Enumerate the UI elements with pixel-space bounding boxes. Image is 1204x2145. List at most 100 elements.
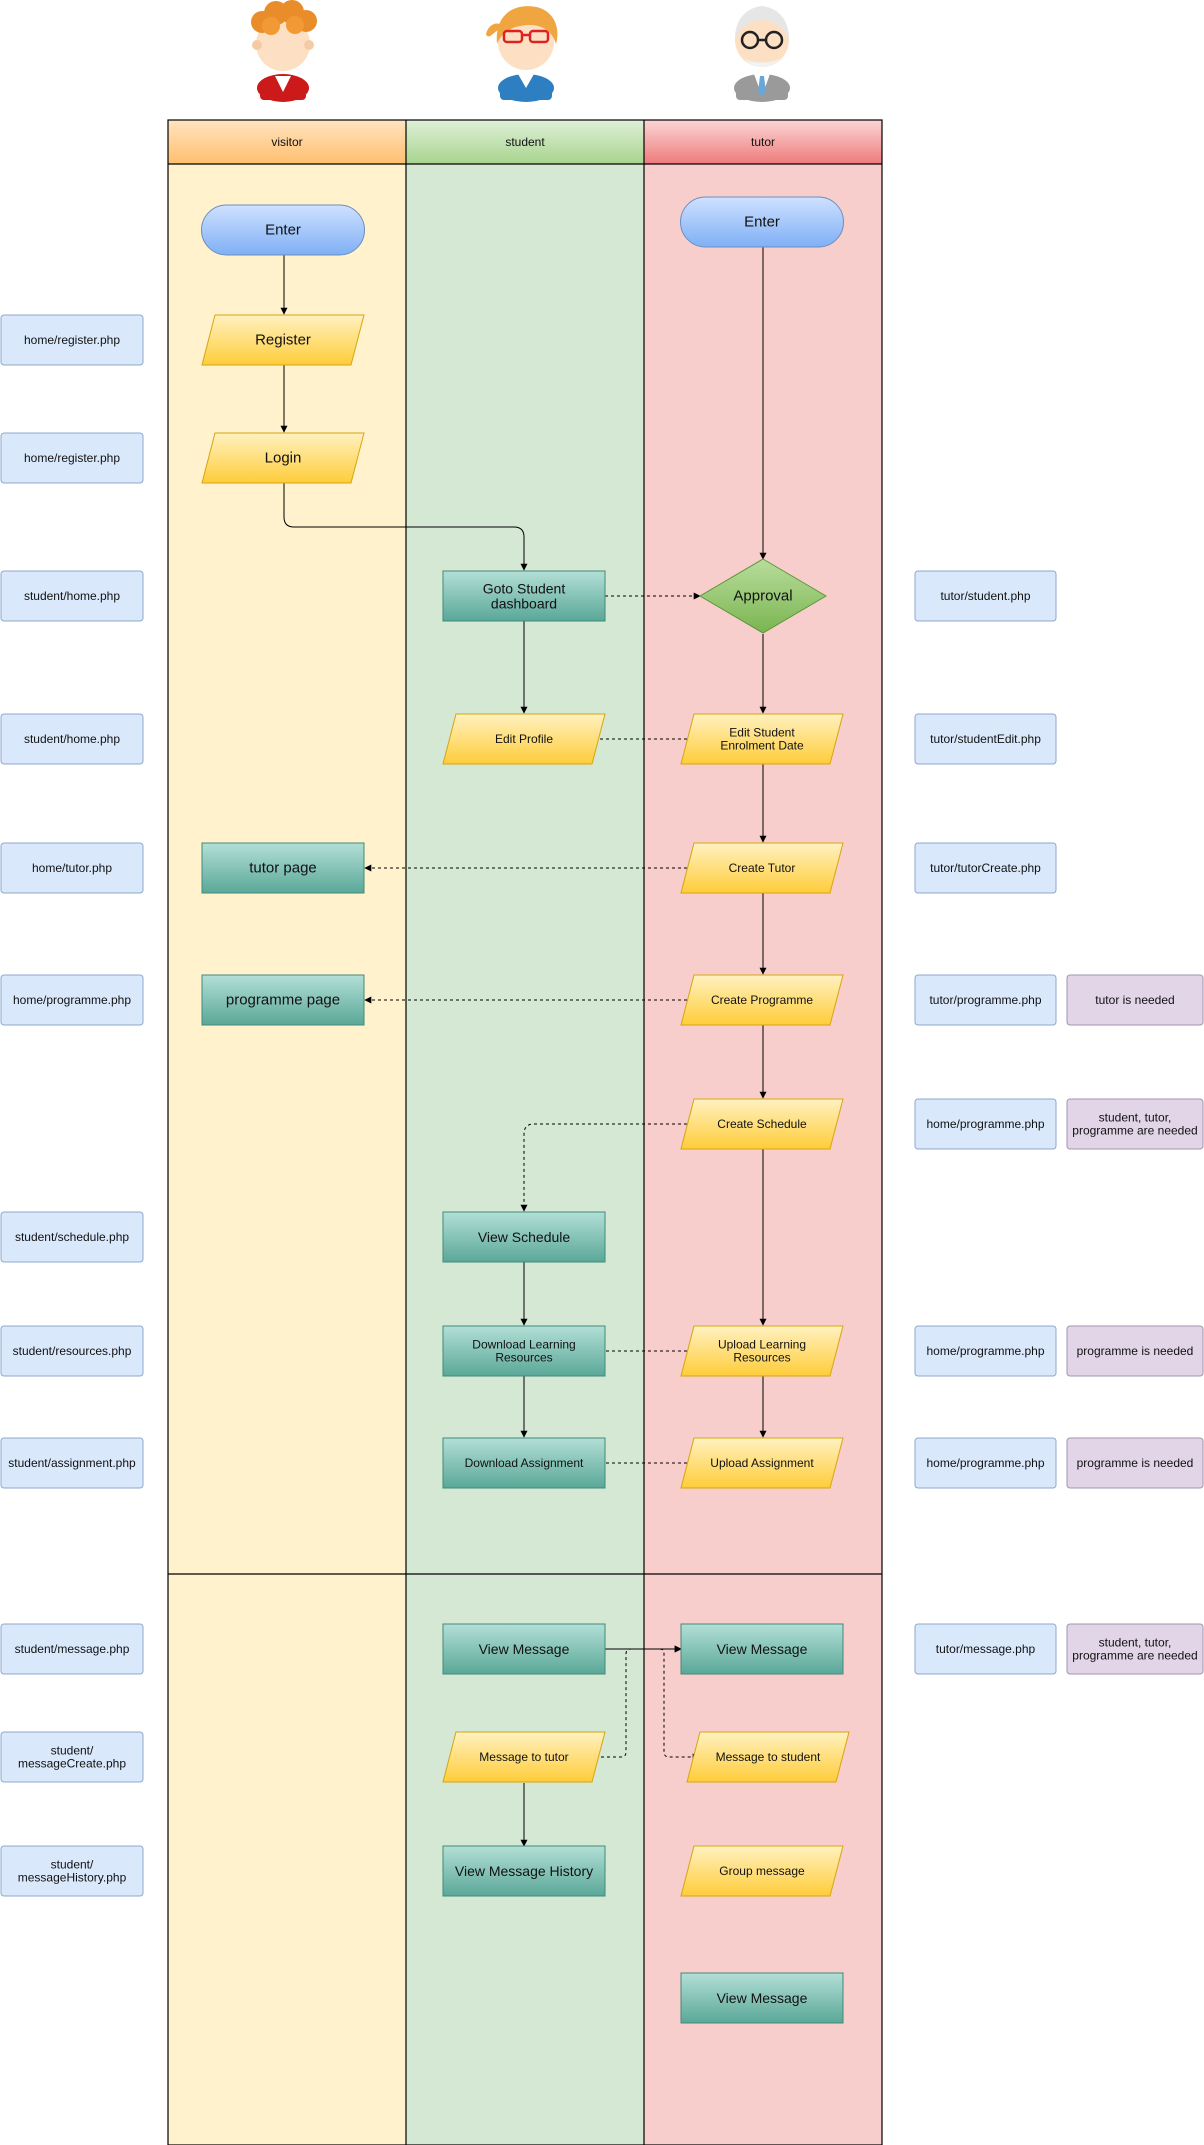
create-programme-node[interactable]: Create Programme — [680, 974, 844, 1026]
create-tutor-node[interactable]: Create Tutor — [680, 842, 844, 894]
connectors — [280, 247, 767, 1847]
file-path-left: student/assignment.php — [0, 1437, 144, 1489]
file-path-left-text: student/messageCreate.php — [18, 1744, 126, 1771]
edge-messagetotutor-viewmessage — [595, 1645, 682, 1758]
edge-viewmessage-messagetostudent — [659, 1648, 700, 1761]
file-path-left: student/resources.php — [0, 1325, 144, 1377]
file-path-right-text: tutor/programme.php — [929, 993, 1041, 1007]
visitor-avatar-icon — [251, 0, 317, 102]
file-path-left-text: student/resources.php — [13, 1344, 132, 1358]
lane-student-title: student — [505, 135, 545, 149]
file-path-left: student/home.php — [0, 713, 144, 765]
message-to-tutor-node[interactable]: Message to tutor — [442, 1731, 606, 1783]
file-path-right-text: tutor/student.php — [940, 589, 1030, 603]
lane-visitor-title: visitor — [271, 135, 302, 149]
view-schedule-label: View Schedule — [478, 1229, 571, 1245]
download-assignment-label: Download Assignment — [465, 1456, 584, 1470]
register-label: Register — [255, 332, 311, 349]
file-path-right: tutor/student.php — [914, 570, 1057, 622]
file-path-left-text: student/home.php — [24, 589, 120, 603]
student-avatar-icon — [486, 6, 558, 102]
file-path-right-text: home/programme.php — [926, 1117, 1044, 1131]
message-to-tutor-label: Message to tutor — [479, 1750, 568, 1764]
tutor-page-label: tutor page — [249, 860, 317, 877]
file-path-left: student/messageHistory.php — [0, 1845, 144, 1897]
view-schedule-node[interactable]: View Schedule — [442, 1211, 606, 1263]
tutor-avatar-icon — [734, 6, 790, 102]
requirement-note-text: programme is needed — [1077, 1456, 1194, 1470]
file-path-left-text: student/message.php — [15, 1642, 130, 1656]
requirement-note: student, tutor,programme are needed — [1066, 1623, 1204, 1675]
upload-assignment-label: Upload Assignment — [710, 1456, 814, 1470]
file-path-right: home/programme.php — [914, 1325, 1057, 1377]
tutor-enter-label: Enter — [744, 214, 780, 231]
requirement-note: tutor is needed — [1066, 974, 1204, 1026]
requirement-note: student, tutor,programme are needed — [1066, 1098, 1204, 1150]
file-path-left: home/register.php — [0, 314, 144, 366]
student-view-message-node[interactable]: View Message — [442, 1623, 606, 1675]
file-path-left-text: student/messageHistory.php — [18, 1858, 127, 1885]
lane-borders — [167, 119, 883, 2145]
download-assignment-node[interactable]: Download Assignment — [442, 1437, 606, 1489]
visitor-enter-node[interactable]: Enter — [201, 204, 365, 256]
edit-profile-label: Edit Profile — [495, 732, 553, 746]
group-message-node[interactable]: Group message — [680, 1845, 844, 1897]
message-to-student-node[interactable]: Message to student — [686, 1731, 850, 1783]
edit-profile-node[interactable]: Edit Profile — [442, 713, 606, 765]
tutor-view-message-2-node[interactable]: View Message — [680, 1972, 844, 2024]
programme-page-label: programme page — [226, 992, 340, 1009]
view-message-history-node[interactable]: View Message History — [442, 1845, 606, 1897]
lane-tutor-title: tutor — [751, 135, 775, 149]
file-path-right: home/programme.php — [914, 1098, 1057, 1150]
tutor-page-node[interactable]: tutor page — [201, 842, 365, 894]
register-node[interactable]: Register — [201, 314, 365, 366]
file-path-left-text: home/register.php — [24, 451, 120, 465]
tutor-view-message-label: View Message — [717, 1641, 808, 1657]
file-path-right: tutor/studentEdit.php — [914, 713, 1057, 765]
file-path-left-text: home/tutor.php — [32, 861, 112, 875]
lane-visitor: visitor — [168, 120, 406, 2145]
message-to-student-label: Message to student — [716, 1750, 821, 1764]
programme-page-node[interactable]: programme page — [201, 974, 365, 1026]
file-path-left-text: student/schedule.php — [15, 1230, 129, 1244]
file-path-left-text: home/programme.php — [13, 993, 131, 1007]
tutor-view-message-2-label: View Message — [717, 1990, 808, 2006]
visitor-enter-label: Enter — [265, 222, 301, 239]
file-path-left-text: student/assignment.php — [8, 1456, 136, 1470]
create-schedule-node[interactable]: Create Schedule — [680, 1098, 844, 1150]
file-path-left: home/programme.php — [0, 974, 144, 1026]
approval-node[interactable]: Approval — [699, 558, 827, 634]
file-path-right-text: tutor/message.php — [936, 1642, 1036, 1656]
requirement-note: programme is needed — [1066, 1437, 1204, 1489]
requirement-note-text: student, tutor,programme are needed — [1072, 1636, 1197, 1663]
file-path-left: student/message.php — [0, 1623, 144, 1675]
login-node[interactable]: Login — [201, 432, 365, 484]
file-path-left: home/tutor.php — [0, 842, 144, 894]
edge-login-dashboard — [283, 483, 528, 571]
requirement-note: programme is needed — [1066, 1325, 1204, 1377]
file-path-left: home/register.php — [0, 432, 144, 484]
upload-assignment-node[interactable]: Upload Assignment — [680, 1437, 844, 1489]
approval-label: Approval — [733, 588, 792, 605]
requirement-note-text: student, tutor,programme are needed — [1072, 1111, 1197, 1138]
login-label: Login — [265, 450, 302, 467]
file-path-right-text: home/programme.php — [926, 1344, 1044, 1358]
file-path-left-text: home/register.php — [24, 333, 120, 347]
lane-student: student — [406, 120, 644, 2145]
file-path-right: tutor/tutorCreate.php — [914, 842, 1057, 894]
file-path-right: tutor/message.php — [914, 1623, 1057, 1675]
tutor-view-message-node[interactable]: View Message — [680, 1623, 844, 1675]
tutor-enter-node[interactable]: Enter — [680, 196, 844, 248]
group-message-label: Group message — [719, 1864, 805, 1878]
file-path-right-text: tutor/tutorCreate.php — [930, 861, 1041, 875]
